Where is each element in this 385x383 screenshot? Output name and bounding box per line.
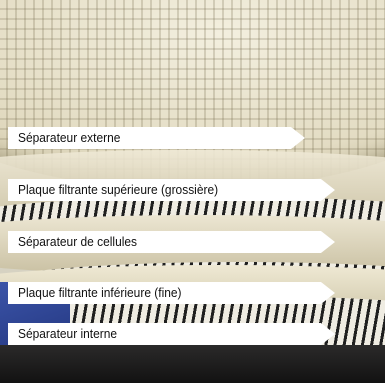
dark-base: [0, 345, 385, 383]
label-cell-separator: Séparateur de cellules: [8, 231, 335, 253]
label-upper-filter-plate-text: Plaque filtrante supérieure (grossière): [18, 179, 218, 201]
label-lower-filter-plate-text: Plaque filtrante inférieure (fine): [18, 282, 182, 304]
label-inner-separator: Séparateur interne: [8, 323, 335, 345]
label-cell-separator-text: Séparateur de cellules: [18, 231, 137, 253]
label-lower-filter-plate: Plaque filtrante inférieure (fine): [8, 282, 335, 304]
label-outer-separator-text: Séparateur externe: [18, 127, 120, 149]
label-upper-filter-plate: Plaque filtrante supérieure (grossière): [8, 179, 335, 201]
label-outer-separator: Séparateur externe: [8, 127, 305, 149]
label-inner-separator-text: Séparateur interne: [18, 323, 117, 345]
